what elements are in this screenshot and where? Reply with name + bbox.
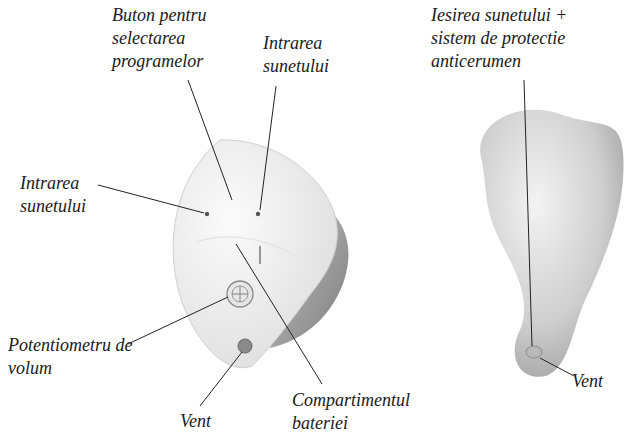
vent-hole [238,339,252,353]
leader-line [200,352,242,406]
part-label: Intrarea sunetului [263,32,358,78]
volume-wheel [232,286,248,302]
leader-line [98,185,204,213]
part-label: Iesirea sunetului + sistem de protectie … [431,4,601,73]
volume-wheel [227,281,253,307]
sound-inlet [205,212,209,216]
leader-line [524,80,532,346]
leader-line [540,358,574,376]
part-label: Vent [572,370,624,393]
leader-line [260,86,276,210]
volume-wheel [240,286,241,302]
battery-door-edge [196,237,300,258]
part-label: Intrarea sunetului [20,172,115,218]
leader-lines [98,80,574,406]
part-label: Compartimentul bateriei [292,389,432,435]
leader-line [188,80,232,200]
part-label: Buton pentru selectarea programelor [112,4,232,73]
battery-door [259,246,261,264]
leader-line [236,244,322,384]
faceplate [173,140,337,368]
hearing-aid-shell [480,110,623,377]
part-label: Vent [180,410,240,433]
leader-line [128,297,228,344]
sound-inlet [256,212,260,216]
part-label: Potentiometru de volum [8,334,136,380]
sound-outlet [526,346,542,358]
